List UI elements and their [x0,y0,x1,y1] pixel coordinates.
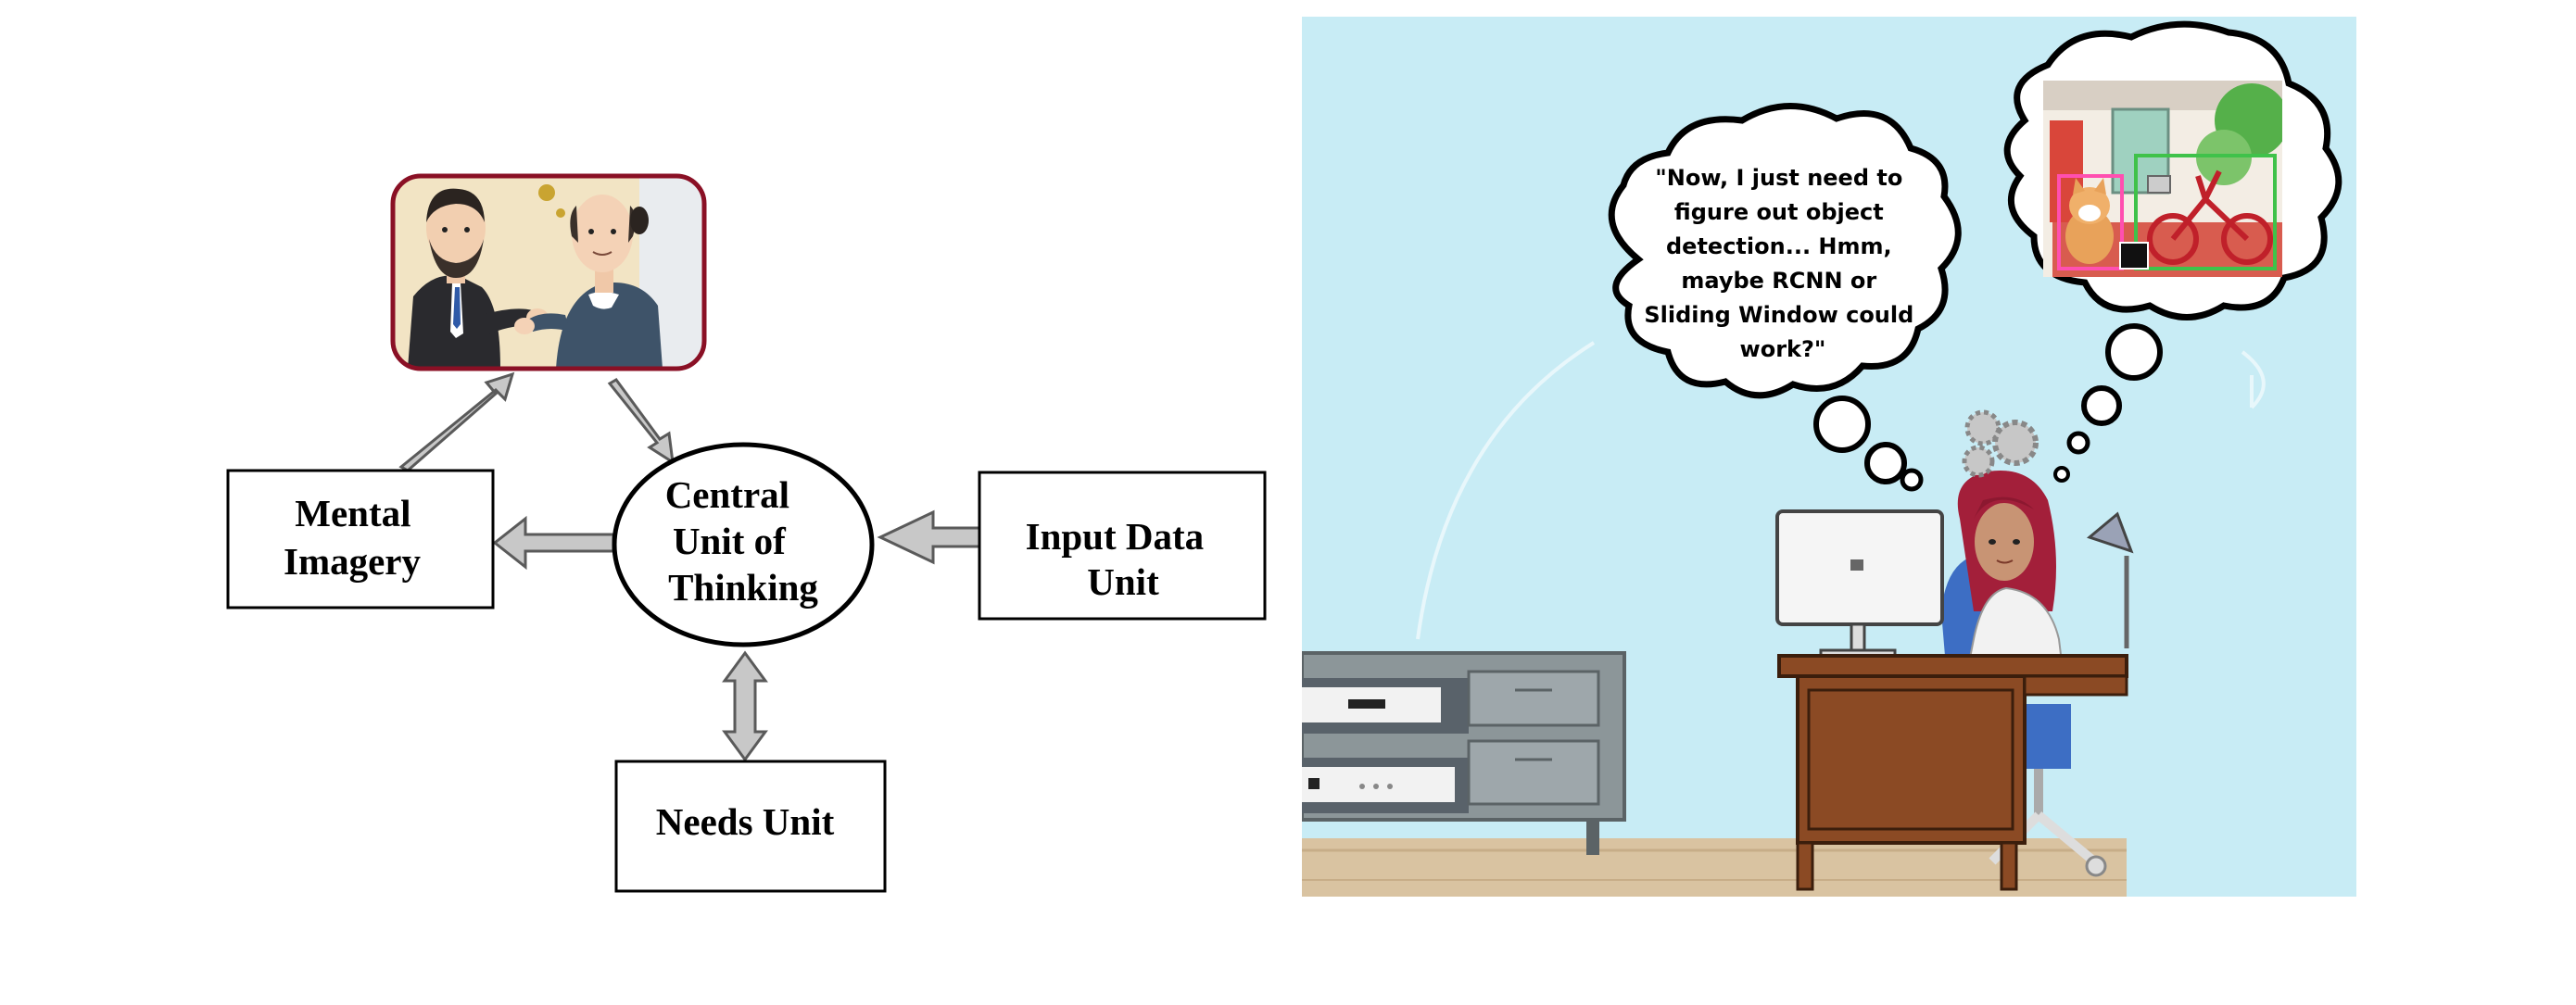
mental-line-1: Mental [295,492,410,534]
input-label: Input Data Unit [1026,515,1214,603]
node-needs-unit [614,760,887,893]
bubble-line-6: work?" [1740,336,1826,362]
central-line-1: Central [665,473,789,516]
floor [1302,838,2127,897]
input-line-2: Unit [1087,560,1159,603]
bubble-line-2: figure out object [1674,199,1884,225]
illustration-two-men-talking [390,173,707,371]
node-central-unit [612,442,875,647]
needs-line-1: Needs Unit [656,800,835,843]
input-line-1: Input Data [1026,515,1205,558]
object-detection-image [2043,81,2282,277]
central-line-2: Unit of [673,520,787,562]
mental-label: Mental Imagery [284,492,422,583]
bubble-line-1: "Now, I just need to [1655,165,1902,191]
desk [1777,654,2128,891]
mental-line-2: Imagery [284,540,422,583]
bubble-text: "Now, I just need to figure out object d… [1644,165,1921,362]
arrow-illustration-to-central [607,378,675,465]
bubble-line-3: detection... Hmm, [1666,233,1892,259]
arrow-central-to-mental [492,515,615,571]
needs-label: Needs Unit [656,800,835,843]
media-cabinet [1302,651,1626,855]
cartoon-scene: "Now, I just need to figure out object d… [1302,17,2356,897]
node-mental-imagery [226,469,495,609]
arrow-mental-to-illustration [398,371,515,472]
central-line-3: Thinking [668,566,818,609]
cognitive-diagram: Central Unit of Thinking Mental Imagery … [226,173,1267,893]
bubble-line-5: Sliding Window could [1644,302,1913,328]
arrow-input-to-central [877,509,981,565]
thought-bubble-detection [2003,20,2342,483]
bubble-line-4: maybe RCNN or [1681,268,1876,294]
girl-character [1957,409,2064,663]
central-label: Central Unit of Thinking [665,473,819,609]
thought-bubble-text: "Now, I just need to figure out object d… [1608,103,1962,492]
desk-lamp [2086,511,2134,648]
node-input-data-unit [978,471,1267,621]
arrow-central-needs-bidirectional [722,650,768,762]
